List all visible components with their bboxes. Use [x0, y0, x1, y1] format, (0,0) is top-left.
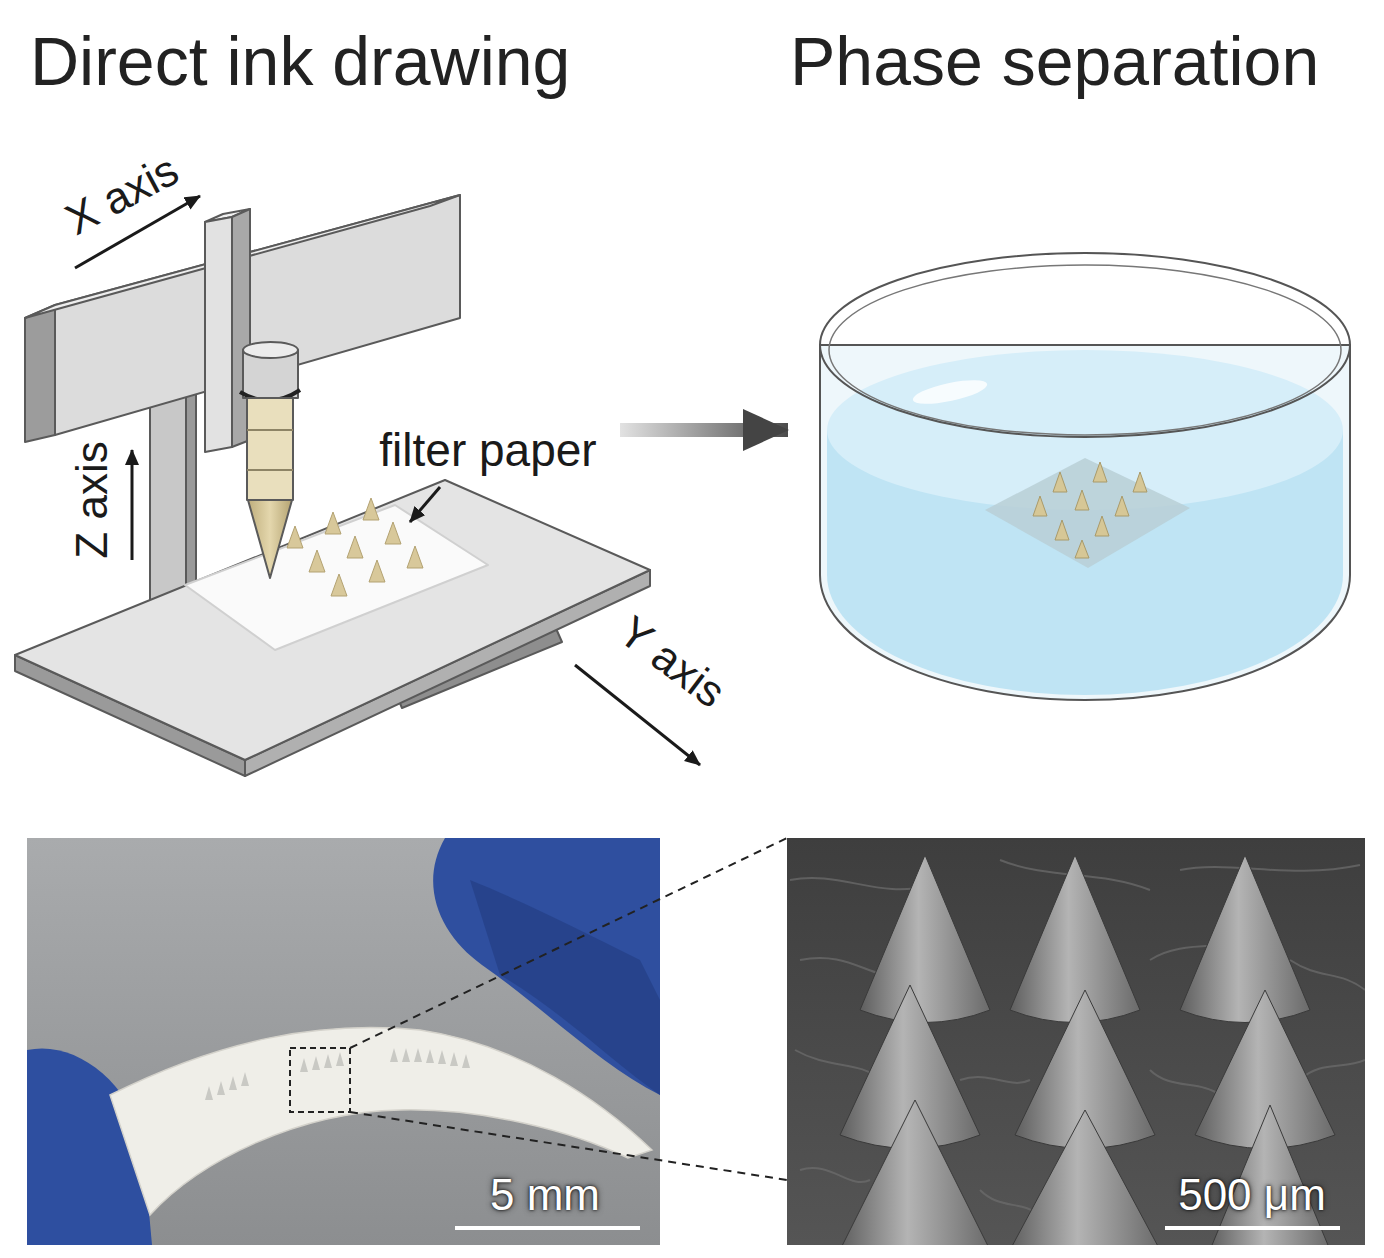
callout-label: filter paper — [379, 424, 596, 477]
photo-background — [27, 838, 660, 1245]
scale-bar-label: 5 mm — [490, 1170, 600, 1221]
axis-label: Z axis — [67, 441, 118, 558]
printed-cones — [287, 498, 423, 596]
scale-bar — [455, 1226, 640, 1230]
panel-region: Phase separation — [790, 22, 1370, 722]
dish-rim — [820, 253, 1350, 437]
petri-dish — [820, 253, 1350, 700]
beam-side — [25, 305, 55, 442]
panel-region: Direct ink drawing — [30, 22, 620, 752]
leader-arrow — [410, 487, 440, 522]
photo-panel — [27, 838, 660, 1245]
sem-panel — [787, 838, 1365, 1245]
z-axis-arrow — [131, 450, 134, 560]
filter-paper — [185, 505, 488, 650]
sem-cones — [840, 855, 1335, 1245]
scale-bar — [1165, 1226, 1340, 1230]
dish-highlight — [911, 375, 989, 408]
printer-illustration — [15, 195, 700, 776]
syringe-line — [247, 429, 293, 431]
submerged-cones — [1033, 462, 1147, 558]
dish-inner-rim — [829, 265, 1341, 435]
submerged-paper — [985, 458, 1190, 568]
zoom-line — [350, 838, 787, 1048]
syringe-body — [247, 398, 293, 500]
panel-heading: Phase separation — [790, 22, 1319, 100]
process-arrow — [620, 423, 788, 437]
axis-label: X axis — [57, 145, 187, 246]
dish-wall — [820, 345, 1350, 700]
needle-rows — [205, 1048, 470, 1100]
nozzle-cap-top — [243, 342, 298, 358]
panel-heading: Direct ink drawing — [30, 22, 570, 100]
scale-bar-label: 500 μm — [1178, 1170, 1326, 1221]
carriage-front — [205, 217, 232, 452]
nozzle-tip — [248, 500, 292, 578]
zoom-square — [290, 1048, 350, 1112]
syringe-line — [247, 469, 293, 471]
axis-label: Y axis — [609, 606, 735, 718]
